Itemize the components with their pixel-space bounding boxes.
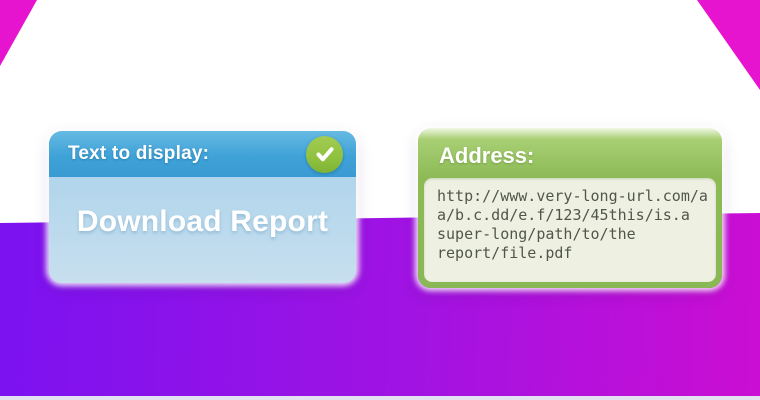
checkmark-icon [306, 135, 343, 173]
text-to-display-label: Text to display: [68, 143, 210, 164]
address-label: Address: [439, 143, 535, 168]
top-left-accent-triangle [0, 0, 37, 66]
text-to-display-header: Text to display: [49, 131, 356, 177]
address-url-box: http://www.very-long-url.com/a a/b.c.dd/… [424, 178, 716, 282]
url-line: super-long/path/to/the [437, 225, 636, 243]
url-line: http://www.very-long-url.com/a [437, 187, 708, 205]
top-right-accent-triangle [697, 0, 760, 90]
text-to-display-card: Text to display: Download Report [49, 131, 356, 283]
address-header: Address: [418, 128, 722, 178]
display-text-value: Download Report [76, 205, 329, 238]
address-card: Address: http://www.very-long-url.com/a … [418, 128, 722, 288]
url-line: report/file.pdf [437, 244, 573, 262]
bottom-edge-strip [0, 396, 760, 400]
url-line: a/b.c.dd/e.f/123/45this/is.a [437, 206, 690, 224]
text-to-display-body: Download Report [49, 177, 356, 283]
